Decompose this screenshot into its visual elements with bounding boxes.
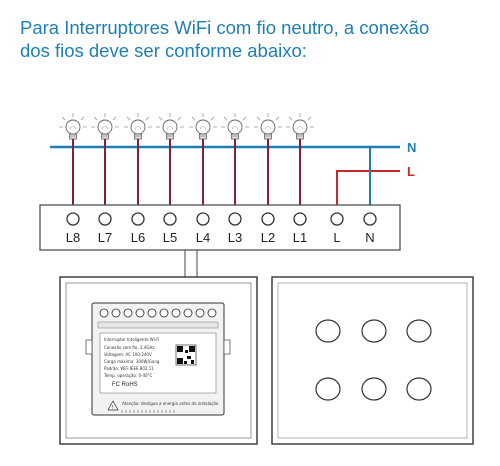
switch-front-view xyxy=(271,276,474,445)
live-line-label: L xyxy=(407,164,415,179)
back-spec-line: Voltagem: AC 100-240V xyxy=(104,352,152,357)
neutral-line-label: N xyxy=(407,140,416,155)
load-wires xyxy=(72,139,301,217)
live-line xyxy=(336,170,400,217)
terminal-label: L6 xyxy=(131,230,145,245)
lamp-icon xyxy=(285,112,315,140)
touch-button xyxy=(315,377,341,401)
lamp-icon xyxy=(90,112,120,140)
touch-button xyxy=(361,377,387,401)
lamp-group xyxy=(58,112,315,140)
lamp-icon xyxy=(58,112,88,140)
back-product-name: Interruptor Inteligente Wi-Fi xyxy=(104,337,159,342)
touch-button xyxy=(406,319,432,343)
back-spec-line: Conexão sem fio: 2.4GHz xyxy=(104,345,155,350)
cert-marks: FC RoHS xyxy=(112,382,138,388)
instruction-title-line-1: Para Interruptores WiFi com fio neutro, … xyxy=(20,17,430,38)
terminal-label: L3 xyxy=(228,230,242,245)
back-warning-text: Atenção: desligue a energia antes da ins… xyxy=(122,401,219,406)
terminal-block xyxy=(39,204,401,251)
terminal-label: L8 xyxy=(66,230,80,245)
warning-icon xyxy=(107,400,119,411)
terminal-screws xyxy=(66,212,377,226)
touch-button xyxy=(315,319,341,343)
switch-back-view: Interruptor Inteligente Wi-Fi Conexão se… xyxy=(59,276,258,445)
terminal-label: L4 xyxy=(196,230,210,245)
terminal-label: L5 xyxy=(163,230,177,245)
svg-text:!: ! xyxy=(111,405,113,411)
terminal-label: L xyxy=(333,230,340,245)
lamp-icon xyxy=(188,112,218,140)
lamp-icon xyxy=(155,112,185,140)
lamp-icon xyxy=(220,112,250,140)
terminal-label: L1 xyxy=(293,230,307,245)
back-spec-line: Carga máxima: 300W/Gang xyxy=(104,359,160,364)
instruction-title: Para Interruptores WiFi com fio neutro, … xyxy=(20,16,490,62)
terminal-label: N xyxy=(365,230,374,245)
qr-code-icon xyxy=(175,344,197,366)
terminal-label: L2 xyxy=(261,230,275,245)
instruction-title-line-2: dos fios deve ser conforme abaixo: xyxy=(20,40,307,61)
terminal-label: L7 xyxy=(98,230,112,245)
back-spec-line: Temp. operação: 0-40°C xyxy=(103,373,153,378)
touch-button xyxy=(406,377,432,401)
touch-button xyxy=(361,319,387,343)
lamp-icon xyxy=(123,112,153,140)
back-spec-line: Padrão: WiFi IEEE 802.11 xyxy=(104,366,154,371)
lamp-icon xyxy=(253,112,283,140)
